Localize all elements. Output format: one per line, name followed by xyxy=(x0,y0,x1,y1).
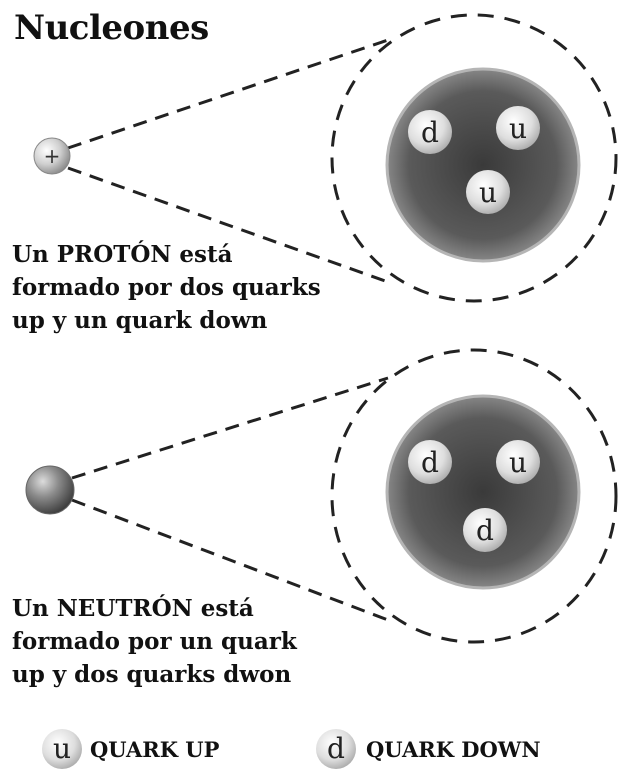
neutron-zoom-line-top xyxy=(71,376,389,480)
neutron-zoom-line-bottom xyxy=(71,498,389,622)
neutron-caption-line-1: Un NEUTRÓN está xyxy=(12,595,254,622)
neutron-caption-line-3: up y dos quarks dwon xyxy=(12,661,292,688)
neutron-quark-1-label: d xyxy=(421,446,439,479)
neutron-quark-2-label: u xyxy=(509,446,527,479)
proton-caption-line-2: formado por dos quarks xyxy=(12,274,321,301)
legend-up-marker xyxy=(42,729,82,769)
proton-quark-3 xyxy=(466,170,510,214)
proton-quark-1-label: d xyxy=(421,116,439,149)
neutron-sphere xyxy=(385,394,581,590)
proton-zoom-line-top xyxy=(67,38,389,150)
proton-quark-2 xyxy=(496,106,540,150)
proton-group: + d u u xyxy=(33,13,618,303)
proton-sphere xyxy=(385,67,581,263)
legend-down-label: QUARK DOWN xyxy=(366,737,541,762)
neutron-zoom-circle xyxy=(330,348,618,644)
proton-particle xyxy=(33,137,71,175)
legend-down-marker xyxy=(316,729,356,769)
proton-caption: Un PROTÓN está formado por dos quarks up… xyxy=(12,238,321,337)
neutron-particle xyxy=(25,465,75,515)
neutron-quark-2 xyxy=(496,440,540,484)
legend-up-label: QUARK UP xyxy=(90,737,220,762)
proton-quark-1 xyxy=(408,110,452,154)
proton-caption-line-1: Un PROTÓN está xyxy=(12,241,233,268)
proton-zoom-circle xyxy=(330,13,618,303)
neutron-quark-3-label: d xyxy=(476,514,494,547)
neutron-quark-3 xyxy=(463,508,507,552)
proton-plus-sign: + xyxy=(44,144,61,168)
neutron-group: d u d xyxy=(25,348,618,644)
neutron-quark-1 xyxy=(408,440,452,484)
legend: u d xyxy=(42,729,356,769)
legend-down-symbol: d xyxy=(327,732,345,765)
legend-up-symbol: u xyxy=(53,732,71,765)
proton-quark-2-label: u xyxy=(509,112,527,145)
proton-zoom-line-bottom xyxy=(67,166,389,284)
proton-caption-line-3: up y un quark down xyxy=(12,307,268,334)
proton-quark-3-label: u xyxy=(479,176,497,209)
neutron-caption: Un NEUTRÓN está formado por un quark up … xyxy=(12,592,297,691)
neutron-caption-line-2: formado por un quark xyxy=(12,628,297,655)
page-title: Nucleones xyxy=(14,8,209,48)
